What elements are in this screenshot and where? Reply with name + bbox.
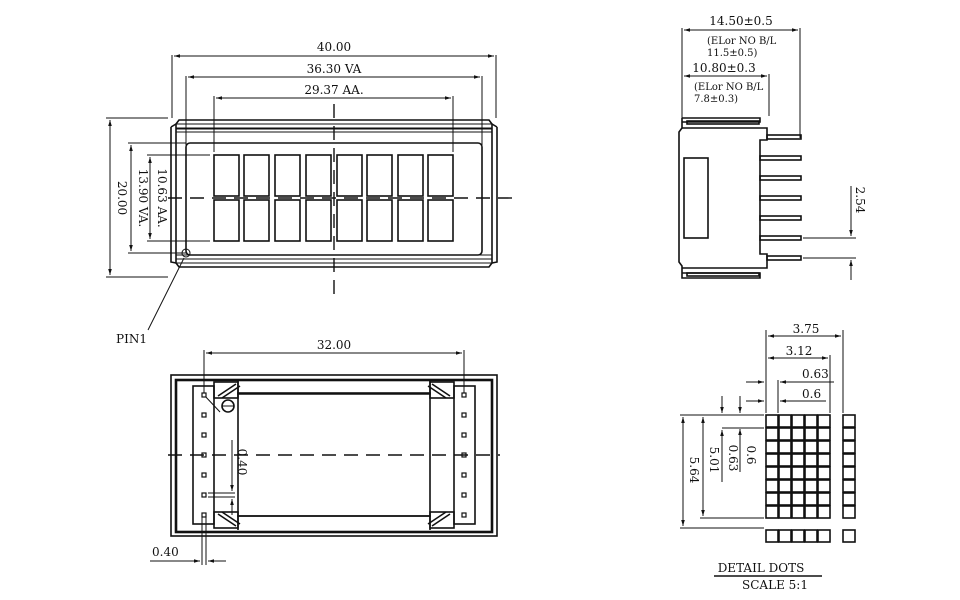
dim-char-width: 3.12 [786,344,813,358]
dim-view-area-width: 36.30 VA [307,62,362,76]
front-view: 40.00 36.30 VA 29.37 AA. [106,40,515,346]
dim-char-height: 5.01 [707,447,721,474]
dim-active-area-width: 29.37 AA. [304,83,363,97]
dot-matrix [765,414,856,543]
dim-dot-pitch-h: 0.63 [802,367,829,381]
detail-dots: 3.75 3.12 0.63 0.6 [680,322,856,592]
dim-dot-width: 0.6 [802,387,821,401]
dim-dot-height: 0.6 [744,445,758,464]
dim-view-area-height: 13.90 VA. [136,169,150,228]
note-body-nobl-2: 7.8±0.3) [694,94,738,105]
detail-dots-scale: SCALE 5:1 [742,578,808,592]
side-view: 14.50±0.5 (ELor NO B/L 11.5±0.5) 10.80±0… [678,14,867,280]
character-cells [213,154,454,242]
dim-thickness-backlight: 14.50±0.5 [709,14,773,28]
note-thickness-nobl-2: 11.5±0.5) [707,48,758,59]
dim-char-pitch-width: 3.75 [793,322,820,336]
dim-active-area-height: 10.63 AA. [155,168,169,227]
dim-dot-pitch-v: 0.63 [726,445,740,472]
dim-thickness-body: 10.80±0.3 [692,61,756,75]
dim-char-pitch-height: 5.64 [687,457,701,484]
dim-pin-width-vertical: 0.40 [235,449,249,476]
dim-pin-pitch: 2.54 [853,187,867,214]
dim-pin-width-horizontal: 0.40 [152,545,179,559]
dim-overall-width: 40.00 [317,40,351,54]
pin1-marker-icon [181,248,191,258]
rear-view: 32.00 [150,338,500,565]
pin1-label: PIN1 [116,332,147,346]
note-body-nobl-1: (ELor NO B/L [694,82,764,93]
dim-overall-height: 20.00 [115,181,129,215]
note-thickness-nobl-1: (ELor NO B/L [707,36,777,47]
dim-pin-row-spacing: 32.00 [317,338,351,352]
detail-dots-title: DETAIL DOTS [718,561,805,575]
